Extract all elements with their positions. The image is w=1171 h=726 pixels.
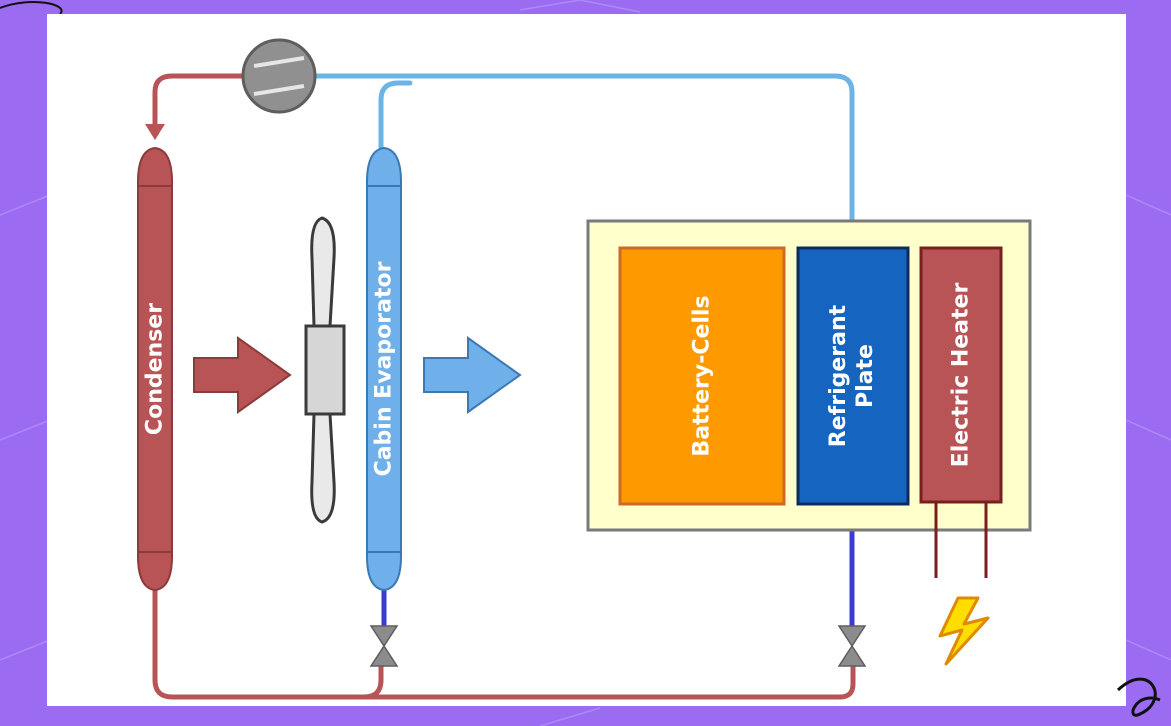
lightning-icon (938, 596, 990, 666)
electric-heater-label: Electric Heater (948, 282, 974, 468)
refrigerant-plate-label-line2: Plate (853, 344, 878, 408)
hot-refrigerant-lines (152, 73, 856, 700)
electric-heater (919, 246, 1003, 504)
cabin-evaporator-label: Cabin Evaporator (371, 261, 397, 477)
flow-arrowhead (145, 124, 165, 140)
battery-cells (618, 246, 786, 506)
cabin-evaporator (366, 146, 402, 592)
cold-refrigerant-lines (312, 73, 855, 249)
refrigerant-plate-label: Refrigerant Plate (825, 305, 879, 447)
corner-signature (1116, 677, 1161, 717)
refrigerant-plate (796, 246, 910, 506)
condenser (137, 146, 173, 592)
airflow-arrow-out (423, 336, 522, 414)
compressor-icon (241, 38, 317, 114)
fan-icon (304, 216, 346, 524)
expansion-valve-icon (837, 625, 867, 667)
battery-cells-label: Battery-Cells (689, 295, 715, 457)
corner-scribble (0, 1, 63, 15)
airflow-arrow-in (193, 336, 292, 414)
heater-leads (934, 502, 988, 578)
condenser-label: Condenser (142, 302, 168, 436)
expansion-valve-icon (369, 625, 399, 667)
refrigerant-plate-label-line1: Refrigerant (826, 304, 851, 448)
